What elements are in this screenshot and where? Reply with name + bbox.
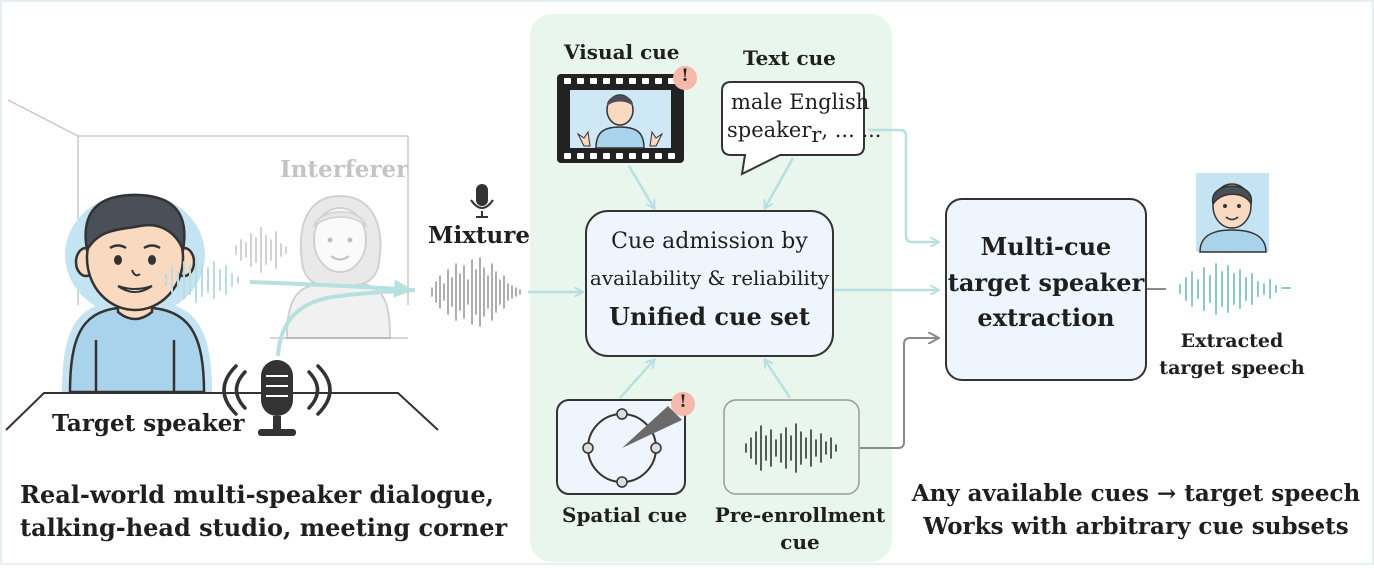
- text-to-extraction-arrow: [868, 128, 938, 242]
- interferer-waveform: [235, 227, 287, 273]
- table-outline: [5, 392, 439, 431]
- output-label-line1: Extracted: [1180, 330, 1284, 352]
- spatial-warning-icon: [671, 392, 695, 416]
- visual-warning-icon: [673, 66, 697, 90]
- target-speaker-figure: [62, 193, 212, 394]
- interferer-label: Interferer: [280, 156, 409, 183]
- text-cue-word: speaker: [727, 118, 812, 142]
- extraction-line2: target speaker: [947, 268, 1145, 297]
- target-speaker-label: Target speaker: [52, 410, 245, 437]
- mic-to-mixture-curve: [276, 288, 416, 357]
- preenrollment-to-extraction-arrow: [860, 338, 938, 449]
- extraction-line3: extraction: [977, 303, 1115, 332]
- spatial-array-icon: [582, 406, 682, 488]
- text-cue-subscript: r: [811, 123, 822, 147]
- text-cue-content-line2: speakerr, ... ...: [727, 118, 881, 147]
- visual-to-admission-arrow: [627, 165, 654, 208]
- mixture-waveform: [431, 257, 521, 327]
- admission-box: [585, 210, 834, 357]
- admission-line1: Cue admission by: [611, 229, 808, 254]
- text-to-admission-arrow: [765, 157, 795, 208]
- preenrollment-label-line2: cue: [780, 530, 820, 554]
- extraction-caption-line1: Any available cues → target speech: [911, 480, 1361, 507]
- output-speaker-portrait: [1196, 173, 1269, 253]
- visual-cue-film-icon: [557, 74, 684, 163]
- output-waveform: [1179, 263, 1291, 315]
- output-label-line2: target speech: [1159, 357, 1305, 379]
- admission-line2: availability & reliability: [589, 266, 830, 290]
- extraction-box: [945, 198, 1147, 381]
- table-microphone-icon: [222, 360, 332, 436]
- text-cue-content-line1: male English: [731, 90, 870, 114]
- preenrollment-to-admission-arrow: [765, 360, 792, 399]
- extraction-caption-line2: Works with arbitrary cue subsets: [923, 513, 1349, 540]
- mixture-microphone-icon: [470, 184, 494, 218]
- text-cue-label: Text cue: [743, 46, 836, 70]
- scene-caption-line2: talking-head studio, meeting corner: [20, 513, 508, 542]
- preenrollment-label-line1: Pre-enrollment: [714, 503, 886, 527]
- spatial-cue-label: Spatial cue: [562, 503, 688, 527]
- visual-cue-label: Visual cue: [564, 40, 680, 64]
- scene-caption-line1: Real-world multi-speaker dialogue,: [20, 480, 494, 509]
- text-cue-ellipsis: , ... ...: [821, 118, 882, 142]
- spatial-to-admission-arrow: [619, 360, 654, 399]
- visual-warning-mark: !: [681, 66, 689, 86]
- preenrollment-waveform: [745, 423, 837, 473]
- mixture-label: Mixture: [428, 222, 531, 249]
- target-waveform: [165, 257, 239, 303]
- interferer-figure: [285, 194, 392, 339]
- spatial-warning-mark: !: [679, 392, 687, 412]
- speech-to-mixture-arrow: [249, 279, 414, 298]
- admission-line3: Unified cue set: [609, 302, 810, 331]
- extraction-line1: Multi-cue: [980, 232, 1112, 261]
- text-cue-bubble: [721, 81, 865, 176]
